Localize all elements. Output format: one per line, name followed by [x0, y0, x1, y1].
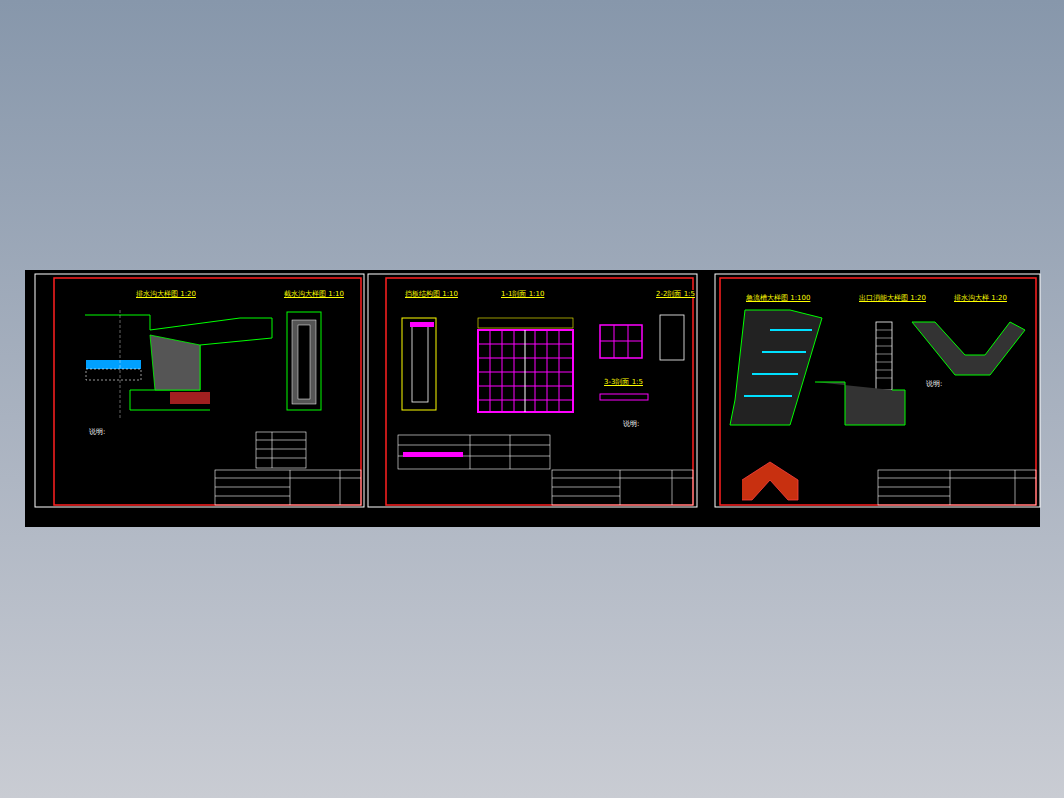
notes-heading: 说明:	[88, 428, 106, 436]
drawing-title: 排水沟大样 1:20	[953, 294, 1008, 302]
drawing-title: 出口消能大样图 1:20	[858, 294, 927, 302]
drawing-title: 排水沟大样图 1:20	[135, 290, 197, 298]
notes-heading: 说明:	[925, 380, 943, 388]
drawing-title: 2-2剖面 1:5	[655, 290, 696, 298]
chute-drawings	[730, 310, 1025, 500]
notes-heading: 说明:	[622, 420, 640, 428]
drainage-section	[85, 310, 321, 420]
sheet-frames	[54, 278, 1036, 505]
drawing-title: 3-3剖面 1:5	[603, 378, 644, 386]
sheet-borders	[35, 274, 1040, 507]
drawing-title: 截水沟大样图 1:10	[283, 290, 345, 298]
baffle-drawings	[402, 315, 684, 457]
drawing-title: 1-1剖面 1:10	[500, 290, 545, 298]
title-blocks	[215, 432, 1036, 505]
model-space	[25, 270, 1040, 527]
drawing-title: 挡板结构图 1:10	[404, 290, 459, 298]
drawing-title: 急流槽大样图 1:100	[745, 294, 811, 302]
